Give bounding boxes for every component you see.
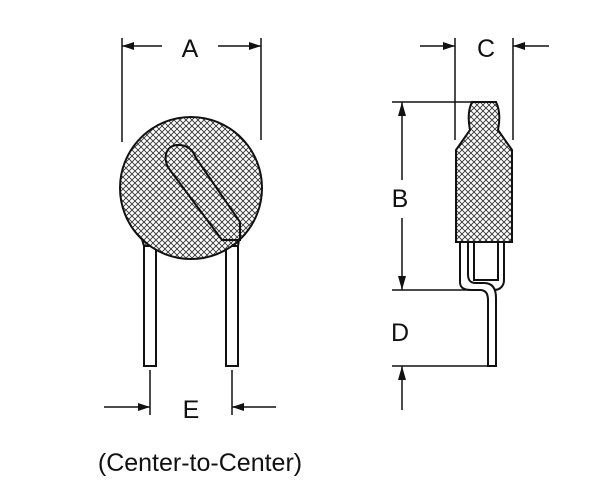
dimension-c: C xyxy=(420,35,549,140)
right-lead xyxy=(225,237,239,367)
dimension-a: A xyxy=(121,35,262,142)
side-inner-lead xyxy=(473,239,499,281)
label-a: A xyxy=(182,35,199,63)
dimension-b: B xyxy=(392,101,480,291)
label-d: D xyxy=(391,319,409,347)
lead-bend xyxy=(164,143,241,241)
label-c: C xyxy=(477,35,495,63)
left-lead xyxy=(143,237,157,367)
label-e: E xyxy=(183,396,200,424)
dimension-d: D xyxy=(391,319,492,410)
side-view xyxy=(455,101,513,367)
side-right-leg xyxy=(493,240,505,291)
front-view xyxy=(119,116,263,367)
label-b: B xyxy=(392,185,409,213)
dimension-e: E (Center-to-Center) xyxy=(98,370,302,477)
label-center-to-center: (Center-to-Center) xyxy=(98,449,302,477)
side-body xyxy=(455,101,513,243)
